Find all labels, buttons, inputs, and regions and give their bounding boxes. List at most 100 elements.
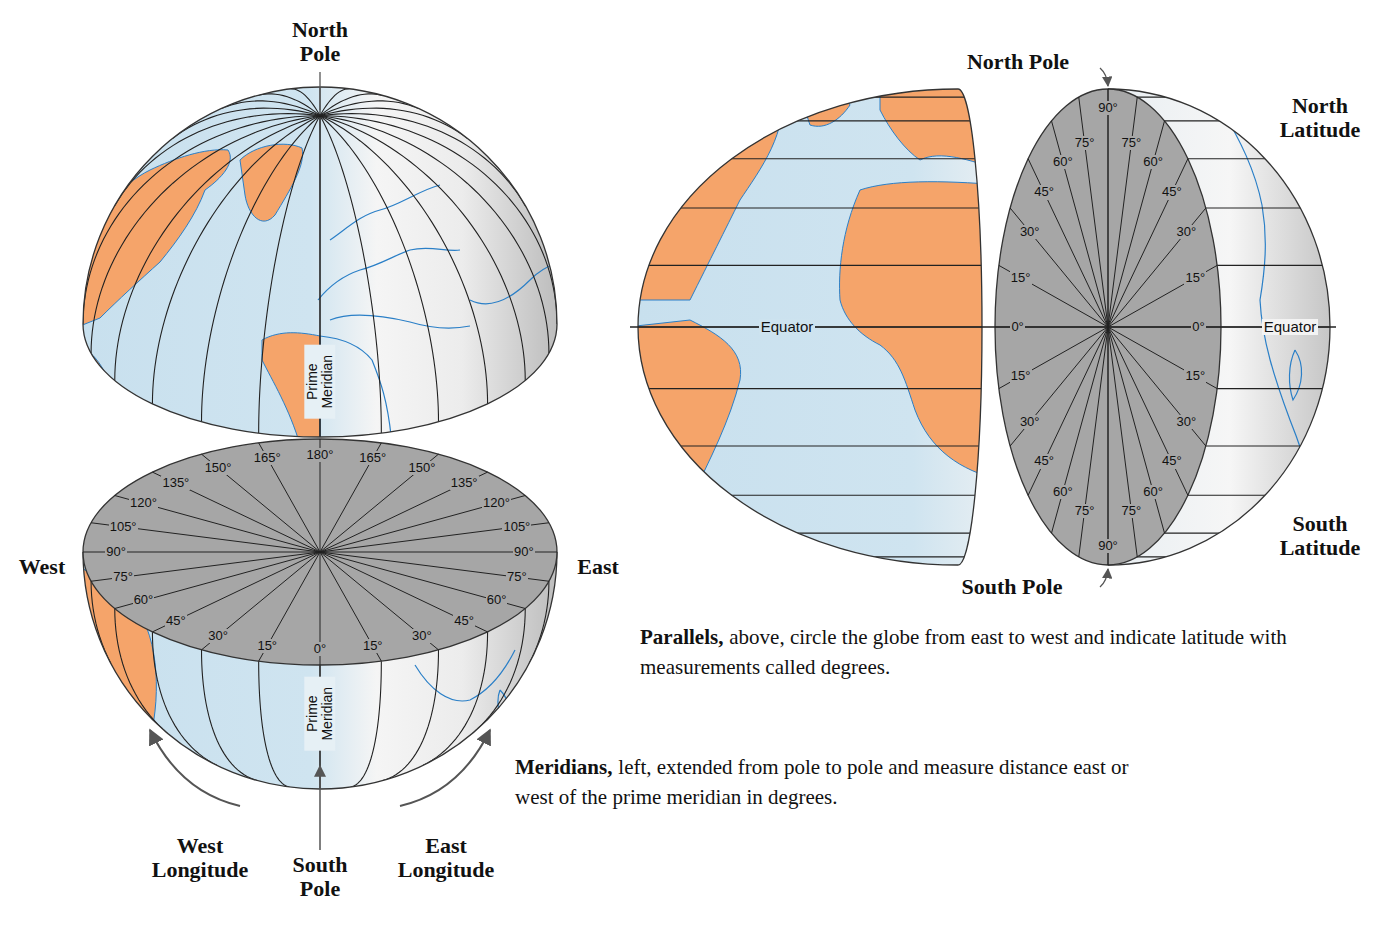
caption-term: Parallels, — [640, 625, 723, 649]
latitude-radial — [1108, 327, 1109, 565]
latitude-radial — [1028, 327, 1108, 495]
degree-label: 60° — [1142, 485, 1164, 499]
place-label: South Pole — [962, 575, 1063, 599]
pole-leader — [319, 72, 320, 110]
degree-label: 75° — [1074, 504, 1096, 518]
pole-arrow — [319, 766, 321, 850]
longitude-radial — [320, 496, 525, 553]
latitude-radial — [1028, 159, 1108, 327]
degree-label: 60° — [1052, 155, 1074, 169]
land — [600, 320, 741, 580]
latitude-radial — [1079, 327, 1108, 557]
degree-label: 75° — [1121, 136, 1143, 150]
place-label: South Latitude — [1255, 512, 1385, 560]
latitude-radial — [1108, 159, 1188, 327]
degree-label: 75° — [506, 570, 528, 584]
degree-label: 15° — [362, 639, 384, 653]
latitude-radial — [1108, 327, 1165, 533]
longitude-radial — [320, 454, 439, 552]
degree-label: 75° — [1121, 504, 1143, 518]
east-arrow — [400, 730, 490, 806]
latitude-radial — [999, 265, 1108, 327]
degree-label: 135° — [450, 476, 479, 490]
degree-label: 150° — [204, 461, 233, 475]
latitude-radial — [999, 327, 1108, 389]
degree-label: 15° — [1010, 369, 1032, 383]
degree-label: 45° — [1161, 185, 1183, 199]
meridian-line — [320, 101, 419, 116]
caption-term: Meridians, — [515, 755, 612, 779]
meridian-line — [91, 116, 320, 354]
degree-label: 30° — [1175, 415, 1197, 429]
degree-label: 90° — [105, 545, 127, 559]
place-label: North Latitude — [1255, 94, 1385, 142]
coastline — [330, 315, 470, 328]
caption: Meridians,left, extended from pole to po… — [515, 752, 1155, 813]
latitude-radial — [1108, 208, 1206, 327]
degree-label: 90° — [513, 545, 535, 559]
latitude-radial — [1108, 265, 1217, 327]
degree-label: 0° — [313, 642, 327, 656]
latitude-radial — [1108, 89, 1109, 327]
parallel-line — [600, 265, 1000, 266]
latitude-radial — [1010, 208, 1108, 327]
meridian-label: Prime Meridian — [304, 345, 335, 419]
pole-arrow — [1100, 569, 1108, 587]
parallel-line — [600, 388, 1000, 389]
equator-line — [630, 326, 1336, 327]
degree-label: 15° — [1184, 369, 1206, 383]
degree-label: 45° — [1033, 185, 1055, 199]
degree-label: 150° — [407, 461, 436, 475]
degree-label: 0° — [1191, 320, 1205, 334]
degree-label: 60° — [1052, 485, 1074, 499]
caption-text: above, circle the globe from east to wes… — [640, 625, 1287, 679]
degree-label: 105° — [502, 520, 531, 534]
place-label: Equator — [1262, 319, 1319, 336]
longitude-radial — [320, 552, 525, 609]
longitude-radial — [202, 454, 321, 552]
coastline — [330, 185, 440, 240]
degree-label: 30° — [1175, 225, 1197, 239]
latitude-radial — [1108, 89, 1109, 327]
place-label: West — [19, 555, 65, 579]
meridian-label: Prime Meridian — [304, 677, 335, 751]
longitude-radial — [115, 552, 320, 609]
pole-arrow — [1100, 68, 1108, 86]
latitude-radial — [1052, 121, 1109, 327]
coastline — [1289, 350, 1301, 400]
place-label: North Pole — [280, 18, 360, 66]
latitude-radial — [1108, 97, 1137, 327]
meridian-line — [320, 114, 526, 207]
degree-label: 105° — [109, 520, 138, 534]
meridian-line — [152, 116, 320, 404]
degree-label: 15° — [1184, 271, 1206, 285]
meridian-line — [115, 116, 320, 381]
longitude-radial — [115, 496, 320, 553]
hemisphere-outline — [83, 87, 557, 437]
place-label: Equator — [759, 319, 816, 336]
meridian-line — [320, 116, 439, 422]
degree-label: 180° — [306, 448, 335, 462]
meridian-line — [320, 116, 549, 354]
parallel-line — [600, 207, 1000, 208]
degree-label: 90° — [1097, 539, 1119, 553]
place-label: South Pole — [285, 853, 355, 901]
parallel-line — [600, 445, 1000, 446]
degree-label: 45° — [1033, 454, 1055, 468]
coastline — [470, 262, 560, 304]
latitude-radial — [1108, 327, 1137, 557]
degree-label: 15° — [256, 639, 278, 653]
meridian-line — [320, 116, 557, 324]
caption: Parallels,above, circle the globe from e… — [640, 622, 1360, 683]
latitude-radial — [1052, 327, 1109, 533]
degree-label: 60° — [486, 593, 508, 607]
latitude-radial — [1010, 327, 1108, 446]
degree-label: 30° — [411, 629, 433, 643]
degree-label: 120° — [129, 496, 158, 510]
degree-label: 75° — [1074, 136, 1096, 150]
meridian-line — [351, 661, 382, 787]
degree-label: 15° — [1010, 271, 1032, 285]
degree-label: 0° — [1010, 320, 1024, 334]
place-label: East Longitude — [381, 834, 511, 882]
